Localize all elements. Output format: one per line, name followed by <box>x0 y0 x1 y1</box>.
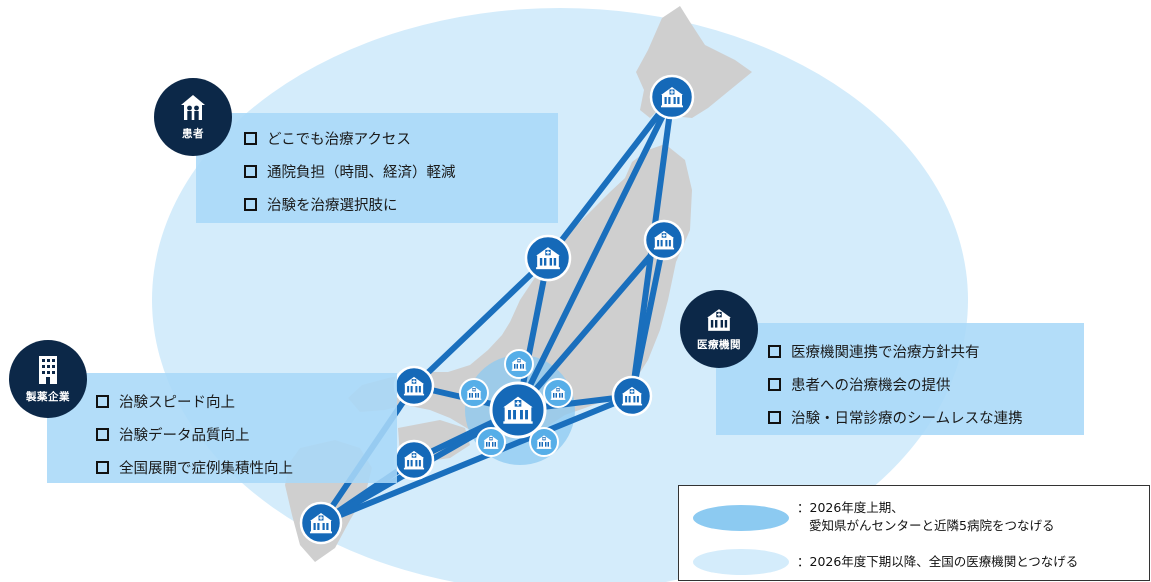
hospital-node <box>299 501 343 545</box>
checkbox-square-icon <box>768 378 781 391</box>
nearby-hospital-node <box>543 378 573 408</box>
hospital-node <box>611 375 653 417</box>
hospital-node <box>524 234 572 282</box>
checkbox-square-icon <box>244 198 257 211</box>
medical-badge: 医療機関 <box>680 290 758 368</box>
patients-benefits-panel: どこでも治療アクセス 通院負担（時間、経済）軽減 治験を治療選択肢に <box>196 113 558 223</box>
list-item: 治験・日常診療のシームレスな連携 <box>768 401 1084 434</box>
legend-swatch-second-half <box>693 549 789 575</box>
list-item: どこでも治療アクセス <box>244 122 558 155</box>
family-home-icon <box>181 94 205 120</box>
nearby-hospital-node <box>476 427 506 457</box>
checkbox-square-icon <box>768 345 781 358</box>
pharma-benefits-panel: 治験スピード向上 治験データ品質向上 全国展開で症例集積性向上 <box>47 373 397 483</box>
list-item: 患者への治療機会の提供 <box>768 368 1084 401</box>
pharma-badge: 製薬企業 <box>9 340 87 418</box>
hospital-node <box>393 439 435 481</box>
hospital-node <box>649 74 695 120</box>
patients-badge: 患者 <box>154 78 232 156</box>
honshu <box>348 144 692 440</box>
checkbox-square-icon <box>96 461 109 474</box>
pharma-badge-label: 製薬企業 <box>26 390 70 403</box>
checkbox-square-icon <box>244 165 257 178</box>
legend-swatch-first-half <box>693 505 789 531</box>
nearby-hospital-node <box>504 349 534 379</box>
hospital-node <box>393 365 435 407</box>
list-item: 医療機関連携で治療方針共有 <box>768 335 1084 368</box>
legend-text-first-half-line2: 愛知県がんセンターと近隣5病院をつなげる <box>809 518 1055 533</box>
legend-text-second-half: ：2026年度下期以降、全国の医療機関とつなげる <box>797 554 1079 569</box>
hospital-icon <box>707 308 731 331</box>
checkbox-square-icon <box>768 411 781 424</box>
list-item: 通院負担（時間、経済）軽減 <box>244 155 558 188</box>
legend-text-first-half-line1: ：2026年度上期、 <box>797 500 904 515</box>
list-item: 治験を治療選択肢に <box>244 188 558 221</box>
nearby-hospital-node <box>459 378 489 408</box>
list-item: 全国展開で症例集積性向上 <box>96 451 397 484</box>
checkbox-square-icon <box>96 428 109 441</box>
patients-badge-label: 患者 <box>182 127 204 140</box>
medical-badge-label: 医療機関 <box>697 338 741 351</box>
hospital-node <box>643 219 685 261</box>
list-item: 治験スピード向上 <box>96 385 397 418</box>
checkbox-square-icon <box>96 395 109 408</box>
legend: ：2026年度上期、 愛知県がんセンターと近隣5病院をつなげる ：2026年度下… <box>678 485 1150 581</box>
list-item: 治験データ品質向上 <box>96 418 397 451</box>
nearby-hospital-node <box>529 427 559 457</box>
medical-benefits-panel: 医療機関連携で治療方針共有 患者への治療機会の提供 治験・日常診療のシームレスな… <box>716 323 1084 435</box>
office-building-icon <box>39 355 57 384</box>
checkbox-square-icon <box>244 132 257 145</box>
aichi-hub-node <box>489 381 547 439</box>
